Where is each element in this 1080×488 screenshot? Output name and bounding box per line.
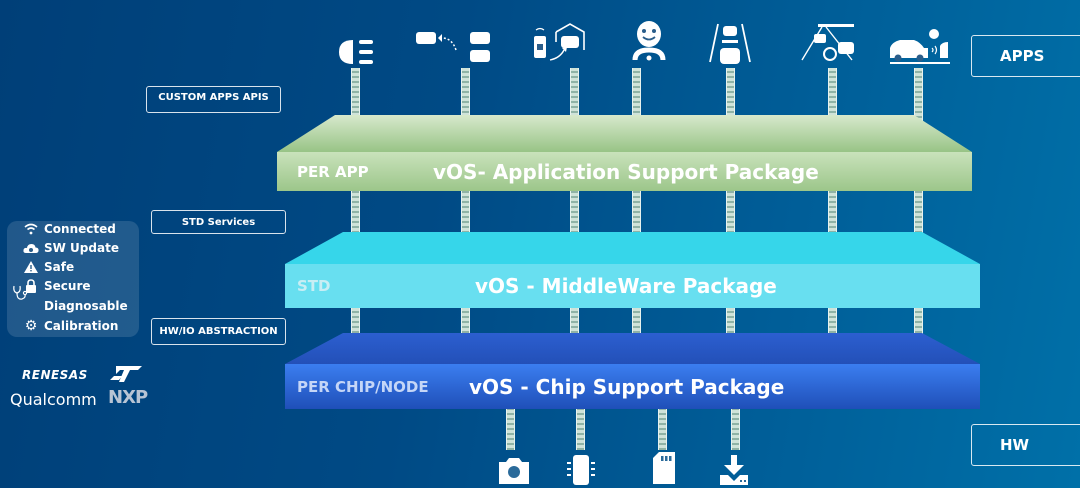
v2v-connectivity-icon (888, 24, 952, 68)
stethoscope-icon (12, 284, 30, 306)
layer-front-face: STD vOS - MiddleWare Package (285, 264, 980, 308)
cloud-update-icon (22, 242, 40, 254)
layer-tag: STD (297, 277, 331, 295)
features-panel (7, 221, 139, 337)
remote-parking-icon (530, 20, 590, 70)
st-logo (110, 364, 144, 388)
layer-front-face: PER CHIP/NODE vOS - Chip Support Package (285, 364, 980, 409)
connector-pillar (506, 405, 515, 450)
feature-label: Diagnosable (44, 299, 128, 313)
gear-icon: ⚙ (24, 318, 38, 334)
feature-item: SW Update (22, 241, 119, 255)
feature-item: Diagnosable (22, 299, 128, 313)
feature-label: Calibration (44, 319, 119, 333)
wifi-icon (22, 223, 40, 235)
layer-application-support: PER APP vOS- Application Support Package (277, 115, 972, 191)
connector-pillar (914, 68, 923, 363)
layer-front-face: PER APP vOS- Application Support Package (277, 152, 972, 191)
lock-icon (22, 279, 40, 293)
connector-pillar (828, 68, 837, 363)
layer-title: vOS- Application Support Package (433, 159, 819, 184)
connector-pillar (632, 68, 641, 363)
qualcomm-logo: Qualcomm (10, 390, 97, 409)
connector-pillar (576, 405, 585, 450)
feature-item: Safe (22, 260, 74, 274)
feature-label: SW Update (44, 241, 119, 255)
connector-pillar (658, 405, 667, 450)
driver-monitor-icon (624, 21, 674, 62)
feature-label: Safe (44, 260, 75, 274)
layer-top-face (277, 115, 972, 152)
feature-item: ⚙ Calibration (22, 318, 119, 334)
lane-assist-icon (708, 22, 752, 68)
lane-change-icon (412, 28, 496, 68)
connector-pillar (351, 68, 360, 363)
layer-title: vOS - MiddleWare Package (475, 274, 777, 298)
traffic-sign-icon (800, 20, 860, 68)
hw-label: HW (971, 424, 1080, 466)
hw-io-abstraction-label: HW/IO ABSTRACTION (151, 318, 286, 345)
connector-pillar (461, 68, 470, 363)
layer-tag: PER APP (297, 162, 369, 181)
layer-chip-support: PER CHIP/NODE vOS - Chip Support Package (285, 333, 980, 409)
nxp-logo: NXP (108, 387, 148, 408)
custom-apps-apis-label: CUSTOM APPS APIS (146, 86, 281, 113)
feature-item: Secure (22, 279, 91, 293)
std-services-label: STD Services (151, 210, 286, 234)
chip-icon (561, 452, 601, 488)
feature-label: Connected (44, 222, 116, 236)
apps-label: APPS (971, 35, 1080, 77)
connector-pillar (570, 68, 579, 363)
layer-top-face (285, 232, 980, 264)
download-icon (714, 452, 754, 488)
feature-item: Connected (22, 222, 116, 236)
connector-pillar (731, 405, 740, 450)
warning-icon (22, 261, 40, 273)
camera-icon (494, 452, 534, 488)
renesas-logo: RENESAS (22, 368, 88, 382)
feature-label: Secure (44, 279, 91, 293)
sd-card-icon (644, 450, 684, 486)
layer-top-face (285, 333, 980, 364)
connector-pillar (726, 68, 735, 363)
layer-middleware: STD vOS - MiddleWare Package (285, 232, 980, 308)
layer-tag: PER CHIP/NODE (297, 377, 429, 396)
layer-title: vOS - Chip Support Package (469, 374, 785, 399)
headlight-icon (331, 32, 381, 72)
